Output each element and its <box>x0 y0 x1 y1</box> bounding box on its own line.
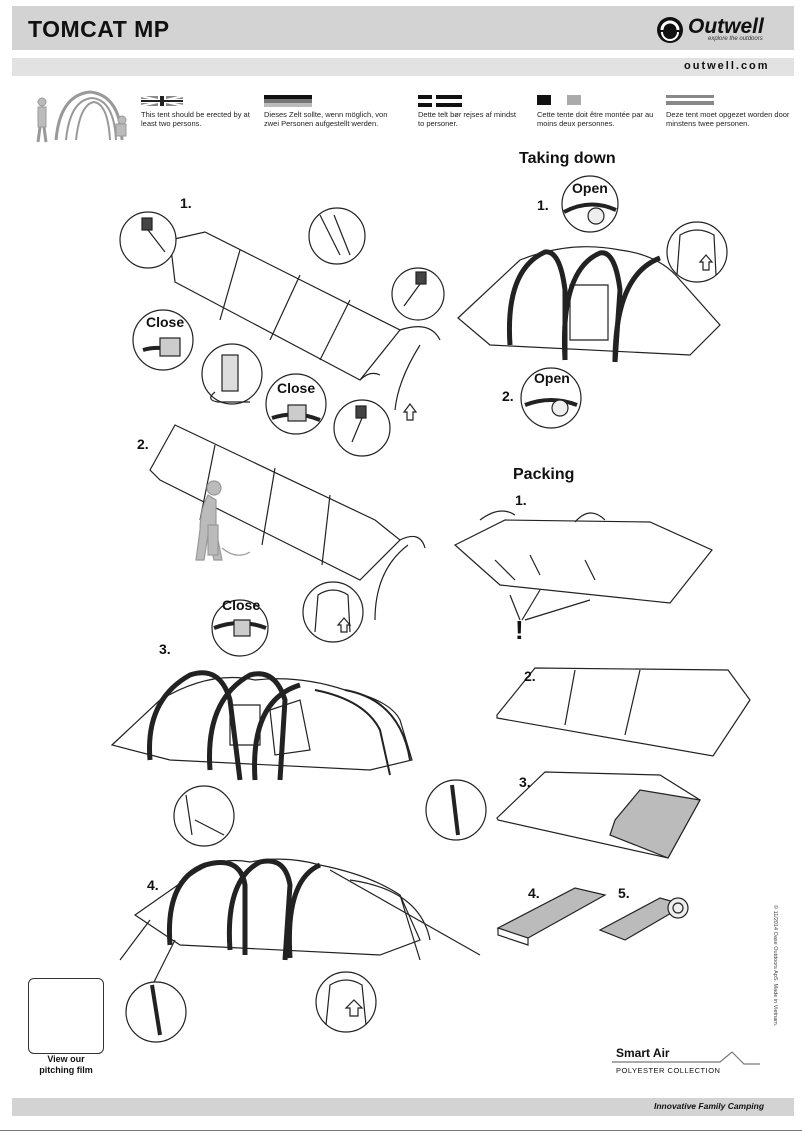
pitch-step3-tent-illustration <box>110 599 487 847</box>
qr-label-line1: View our <box>47 1054 85 1064</box>
pitch-step-3-number: 3. <box>159 641 171 657</box>
brand-tagline: explore the outdoors <box>708 36 763 42</box>
pitch-step4-tent-illustration <box>119 858 481 1043</box>
flag-dk-icon <box>418 95 462 107</box>
flag-uk-icon <box>140 95 184 107</box>
collection-subtitle: POLYESTER COLLECTION <box>616 1066 721 1075</box>
page-title: TOMCAT MP <box>28 16 170 42</box>
packing-warning-mark: ! <box>515 615 524 645</box>
lang-text-de: Dieses Zelt sollte, wenn möglich, von zw… <box>264 110 388 128</box>
close-label-1: Close <box>146 314 185 330</box>
open-label-1: Open <box>572 180 608 196</box>
qr-label: View our pitching film <box>24 1054 108 1076</box>
flag-de-icon <box>264 95 312 107</box>
packing-heading: Packing <box>513 466 575 483</box>
brand-name: Outwell <box>688 15 764 38</box>
lang-text-da: Dette telt bør rejses af mindst to perso… <box>418 110 516 128</box>
flag-nl-icon <box>666 95 714 105</box>
lang-text-fr: Cette tente doit être montée par au moin… <box>537 110 654 128</box>
open-label-2: Open <box>534 370 570 386</box>
close-label-2: Close <box>277 380 316 396</box>
pitch-step-2-number: 2. <box>137 436 149 452</box>
collection-name: Smart Air <box>616 1046 670 1060</box>
brand-url[interactable]: outwell.com <box>684 60 770 72</box>
packing-step-1-number: 1. <box>515 492 527 508</box>
copyright-text: © 11/2014 Oase Outdoors ApS. Made in Vie… <box>772 905 778 1027</box>
pitch-step1-tent-illustration <box>119 207 445 457</box>
packing-step-3-number: 3. <box>519 774 531 790</box>
smart-air-logo-line <box>612 1051 760 1065</box>
packing-step5-illustration <box>598 897 689 941</box>
packing-step-5-number: 5. <box>618 885 630 901</box>
packing-step-2-number: 2. <box>524 668 536 684</box>
pitch-step-1-number: 1. <box>180 195 192 211</box>
pitch-step2-inflate-illustration <box>149 424 426 643</box>
packing-step4-illustration <box>496 887 607 946</box>
pitch-step-4-number: 4. <box>147 877 159 893</box>
takedown-step1-tent-illustration <box>457 175 728 429</box>
lang-text-en: This tent should be erected by at least … <box>141 110 250 128</box>
packing-step2-illustration <box>496 667 751 757</box>
qr-code[interactable] <box>28 978 104 1054</box>
packing-step1-illustration <box>453 510 713 621</box>
url-bar <box>12 58 794 76</box>
takedown-step-1-number: 1. <box>537 197 549 213</box>
takedown-step-2-number: 2. <box>502 388 514 404</box>
footer-tagline: Innovative Family Camping <box>654 1101 765 1111</box>
lang-text-nl: Deze tent moet opgezet worden door minst… <box>666 110 790 128</box>
taking-down-heading: Taking down <box>519 150 616 167</box>
footer-bar <box>12 1098 794 1116</box>
close-label-3: Close <box>222 597 261 613</box>
packing-step3-illustration <box>496 771 701 859</box>
two-persons-icon <box>36 90 127 143</box>
qr-label-line2: pitching film <box>39 1065 93 1075</box>
packing-step-4-number: 4. <box>528 885 540 901</box>
bottom-divider <box>0 1130 802 1131</box>
flag-fr-icon <box>537 95 581 105</box>
